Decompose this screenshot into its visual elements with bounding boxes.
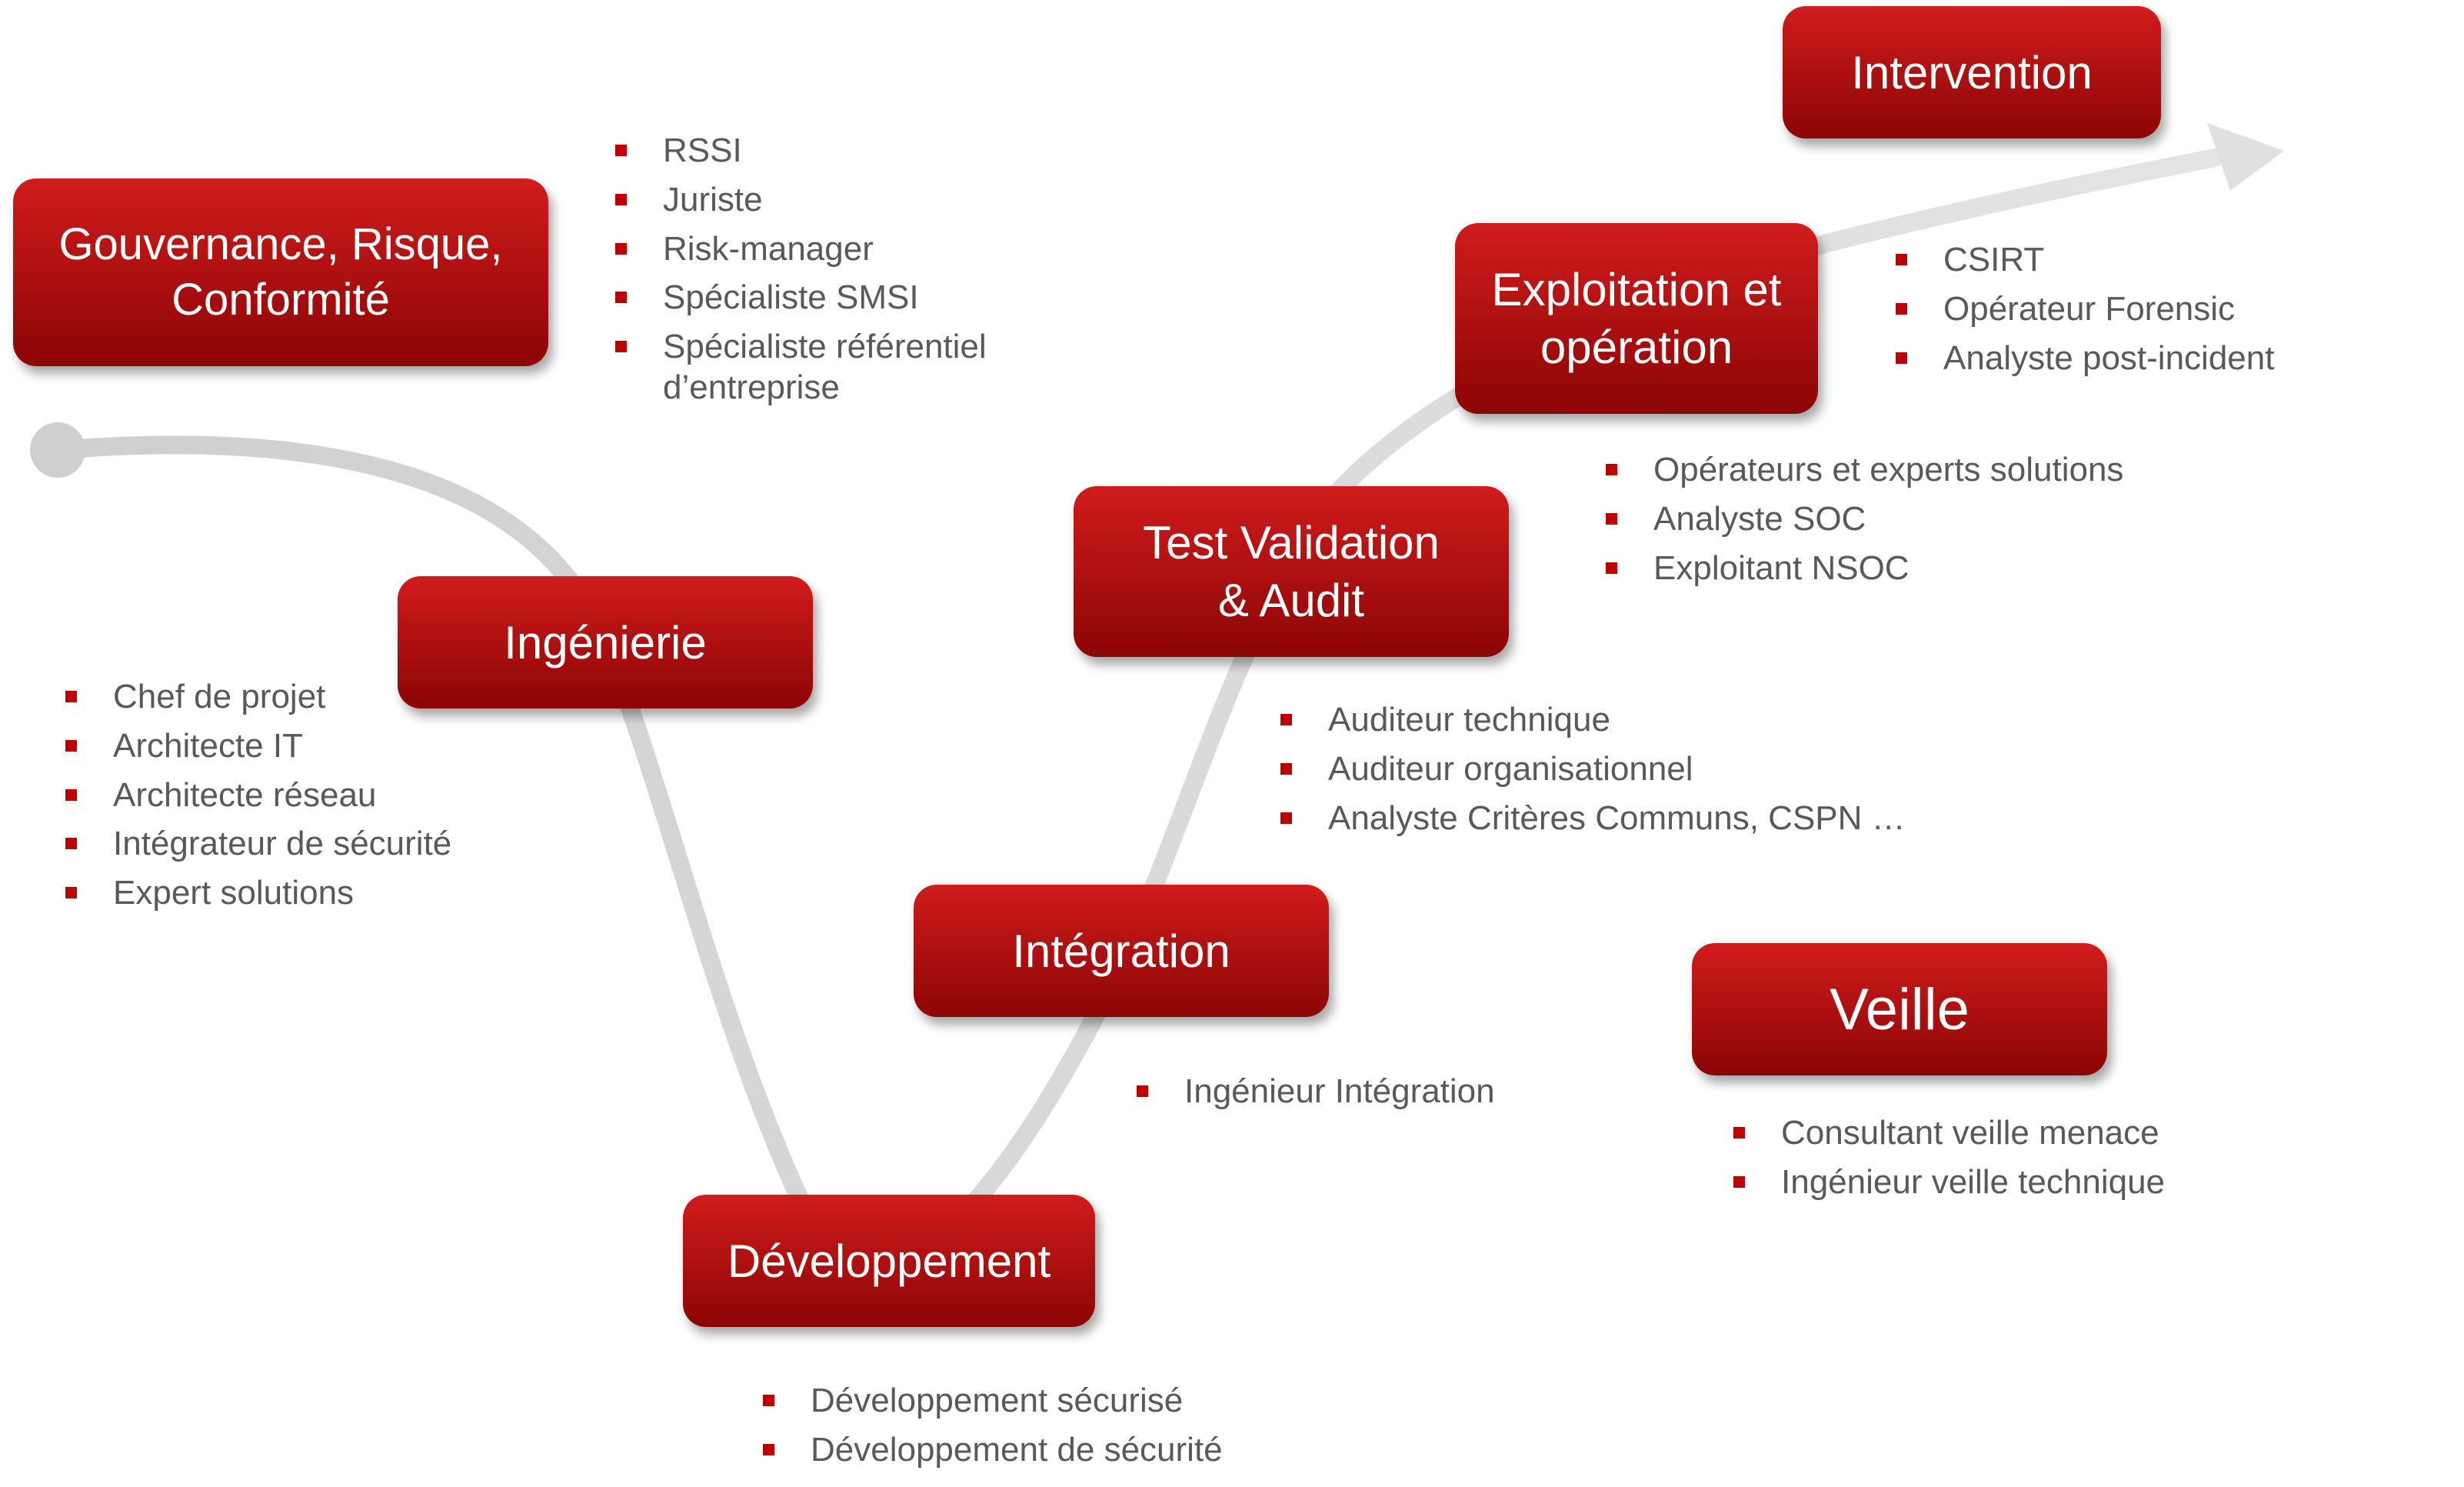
- list-item: Analyste Critères Communs, CSPN …: [1280, 799, 1906, 839]
- bullet-icon: [1606, 464, 1617, 475]
- list-item: Chef de projet: [65, 677, 451, 718]
- bullet-icon: [1137, 1085, 1148, 1097]
- stage-integration-label: Intégration: [1012, 925, 1230, 977]
- stage-ingenierie[interactable]: Ingénierie: [398, 576, 813, 708]
- bullet-icon: [1896, 254, 1907, 265]
- bullet-icon: [615, 145, 627, 156]
- list-item: Ingénieur veille technique: [1733, 1162, 2165, 1203]
- stage-intervention[interactable]: Intervention: [1783, 6, 2161, 138]
- stage-ingenierie-label: Ingénierie: [504, 616, 707, 668]
- list-item: Opérateurs et experts solutions: [1606, 450, 2123, 491]
- stage-gouvernance[interactable]: Gouvernance, Risque, Conformité: [13, 178, 548, 366]
- stage-test-label: Test Validation & Audit: [1143, 517, 1440, 626]
- roles-test: Auditeur technique Auditeur organisation…: [1280, 700, 1906, 847]
- stage-integration[interactable]: Intégration: [914, 885, 1329, 1017]
- list-item: Architecte réseau: [65, 775, 451, 816]
- curve-arrowhead: [2207, 123, 2284, 191]
- roles-ingenierie: Chef de projet Architecte IT Architecte …: [65, 677, 451, 922]
- list-item: Auditeur technique: [1280, 700, 1906, 741]
- stage-gouvernance-label: Gouvernance, Risque, Conformité: [58, 218, 503, 325]
- bullet-icon: [65, 838, 77, 850]
- list-item: Consultant veille menace: [1733, 1113, 2165, 1154]
- list-item: Développement sécurisé: [763, 1381, 1223, 1422]
- list-item: Analyste post-incident: [1896, 338, 2274, 379]
- bullet-icon: [1606, 562, 1617, 574]
- bullet-icon: [615, 242, 627, 255]
- bullet-icon: [763, 1395, 774, 1406]
- list-item: CSIRT: [1896, 240, 2274, 281]
- list-item: Auditeur organisationnel: [1280, 749, 1906, 790]
- list-item: Analyste SOC: [1606, 499, 2123, 540]
- list-item: RSSI: [615, 131, 987, 172]
- list-item: Exploitant NSOC: [1606, 548, 2123, 589]
- bullet-icon: [1733, 1127, 1745, 1139]
- bullet-icon: [65, 739, 77, 752]
- roles-integration: Ingénieur Intégration: [1137, 1072, 1495, 1121]
- bullet-icon: [1280, 714, 1292, 725]
- bullet-icon: [1896, 302, 1907, 315]
- list-item: Spécialiste SMSI: [615, 278, 987, 318]
- bullet-icon: [65, 887, 77, 899]
- list-item: Architecte IT: [65, 726, 451, 767]
- list-item: Risk-manager: [615, 229, 987, 270]
- list-item: Intégrateur de sécurité: [65, 824, 451, 865]
- list-item: Ingénieur Intégration: [1137, 1072, 1495, 1112]
- stage-developpement-label: Développement: [727, 1235, 1051, 1287]
- curve-start-dot: [30, 422, 85, 478]
- bullet-icon: [763, 1443, 774, 1455]
- roles-gouvernance: RSSI Juriste Risk-manager Spécialiste SM…: [615, 131, 987, 417]
- bullet-icon: [65, 691, 77, 702]
- list-item: Spécialiste référentiel d’entreprise: [615, 327, 987, 408]
- stage-exploitation-label: Exploitation et opération: [1491, 264, 1782, 373]
- stage-exploitation[interactable]: Exploitation et opération: [1455, 223, 1818, 414]
- bullet-icon: [1280, 762, 1292, 775]
- bullet-icon: [1733, 1175, 1745, 1188]
- bullet-icon: [65, 789, 77, 801]
- list-item: Opérateur Forensic: [1896, 289, 2274, 330]
- stage-veille-label: Veille: [1830, 976, 1970, 1042]
- bullet-icon: [615, 193, 627, 205]
- stage-intervention-label: Intervention: [1851, 46, 2093, 98]
- list-item: Expert solutions: [65, 873, 451, 914]
- list-item: Développement de sécurité: [763, 1430, 1223, 1471]
- list-item: Juriste: [615, 180, 987, 221]
- stage-developpement[interactable]: Développement: [683, 1195, 1095, 1327]
- stage-veille[interactable]: Veille: [1692, 943, 2107, 1075]
- bullet-icon: [615, 341, 627, 353]
- bullet-icon: [1606, 512, 1617, 525]
- roles-veille: Consultant veille menace Ingénieur veill…: [1733, 1113, 2165, 1212]
- bullet-icon: [1280, 812, 1292, 824]
- bullet-icon: [1896, 352, 1907, 364]
- roles-intervention: CSIRT Opérateur Forensic Analyste post-i…: [1896, 240, 2274, 387]
- roles-exploitation: Opérateurs et experts solutions Analyste…: [1606, 450, 2123, 597]
- roles-developpement: Développement sécurisé Développement de …: [763, 1381, 1223, 1479]
- stage-test-validation-audit[interactable]: Test Validation & Audit: [1074, 486, 1509, 657]
- bullet-icon: [615, 292, 627, 304]
